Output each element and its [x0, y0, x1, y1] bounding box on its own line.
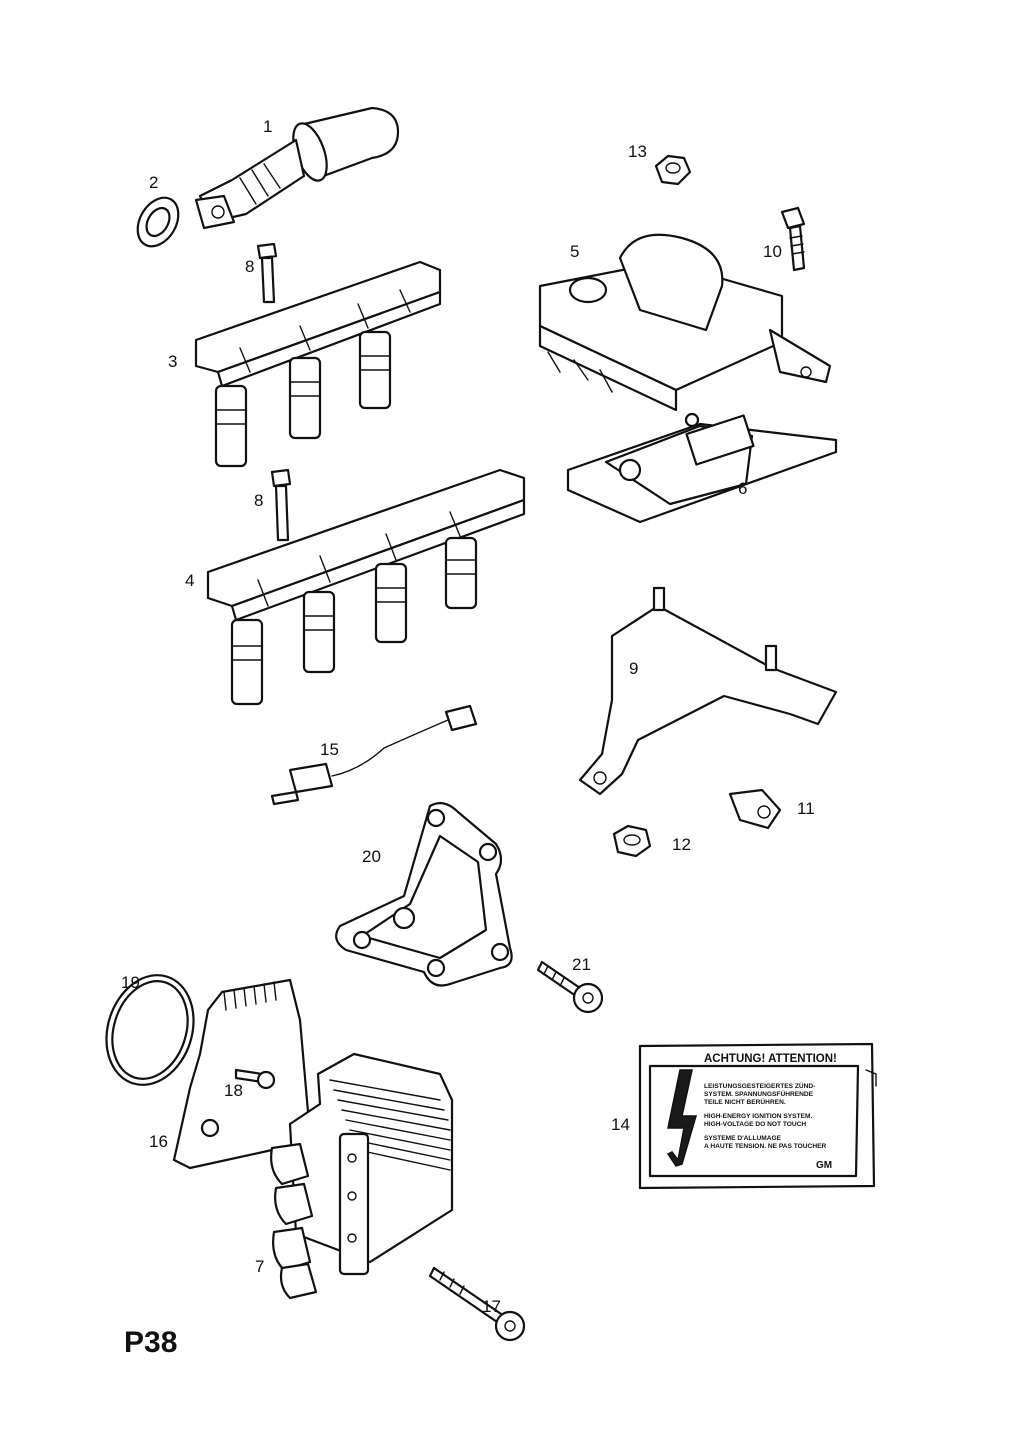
part-10-bolt[interactable]	[780, 206, 806, 272]
callout-10: 10	[763, 242, 782, 261]
part-13-nut[interactable]	[654, 154, 692, 186]
callout-12: 12	[672, 835, 691, 854]
part-11-clip[interactable]	[728, 788, 782, 830]
part-7-dis-coil[interactable]	[270, 1052, 454, 1300]
callout-2: 2	[149, 173, 158, 192]
part-8-bolt-lower[interactable]	[270, 468, 292, 542]
lightning-bolt-icon	[666, 1069, 697, 1167]
part-9-bracket[interactable]	[578, 586, 838, 796]
page-code: P38	[124, 1326, 177, 1359]
warning-title: ACHTUNG! ATTENTION!	[704, 1053, 837, 1065]
warning-line-1: LEISTUNGSGESTEIGERTES ZÜND-	[704, 1081, 815, 1090]
callout-3: 3	[168, 352, 177, 371]
callout-8a: 8	[245, 257, 254, 276]
callout-19: 19	[121, 973, 140, 992]
callout-11: 11	[797, 799, 815, 818]
part-12-nut[interactable]	[612, 824, 652, 858]
callout-18: 18	[224, 1081, 243, 1100]
callout-9: 9	[629, 659, 638, 678]
callout-13: 13	[628, 142, 647, 161]
callout-7: 7	[255, 1257, 264, 1276]
part-15-cable[interactable]	[270, 704, 478, 806]
warning-line-2: SYSTEM. SPANNUNGSFÜHRENDE	[704, 1089, 814, 1098]
callout-17: 17	[482, 1297, 501, 1316]
part-21-bolt[interactable]	[536, 960, 604, 1014]
part-3-coil-module[interactable]	[194, 260, 442, 468]
callout-labels: 1 2 3 4 5 6 7 8 8 9 10 11 12 13 14 15 16…	[121, 117, 815, 1316]
callout-1: 1	[263, 117, 272, 136]
callout-15: 15	[320, 740, 339, 759]
part-14-warning-label[interactable]: ACHTUNG! ATTENTION! LEISTUNGSGESTEIGERTE…	[638, 1042, 877, 1190]
part-8-bolt-upper[interactable]	[256, 242, 278, 304]
callout-21: 21	[572, 955, 591, 974]
part-2-seal-ring[interactable]	[129, 190, 186, 253]
warning-line-7: A HAUTE TENSION. NE PAS TOUCHER	[704, 1143, 826, 1150]
callout-14: 14	[611, 1115, 630, 1134]
warning-line-3: TEILE NICHT BERÜHREN.	[704, 1097, 786, 1106]
callout-4: 4	[185, 571, 194, 590]
part-5-ignition-coil[interactable]	[538, 233, 832, 412]
warning-line-4: HIGH-ENERGY IGNITION SYSTEM.	[704, 1113, 812, 1120]
gm-logo: GM	[816, 1160, 832, 1171]
warning-line-5: HIGH-VOLTAGE DO NOT TOUCH	[704, 1121, 806, 1128]
part-1-sensor[interactable]	[194, 106, 400, 230]
part-6-ignition-module[interactable]	[566, 412, 838, 524]
part-19-seal-ring[interactable]	[93, 964, 207, 1096]
callout-8b: 8	[254, 491, 263, 510]
callout-5: 5	[570, 242, 579, 261]
callout-16: 16	[149, 1132, 168, 1151]
callout-20: 20	[362, 847, 381, 866]
part-20-bracket[interactable]	[335, 801, 513, 987]
callout-6: 6	[738, 479, 747, 498]
part-18-bolt[interactable]	[234, 1068, 276, 1090]
part-17-bolt[interactable]	[428, 1266, 526, 1342]
part-4-coil-module[interactable]	[206, 468, 526, 706]
warning-line-6: SYSTEME D'ALLUMAGE	[704, 1135, 782, 1142]
